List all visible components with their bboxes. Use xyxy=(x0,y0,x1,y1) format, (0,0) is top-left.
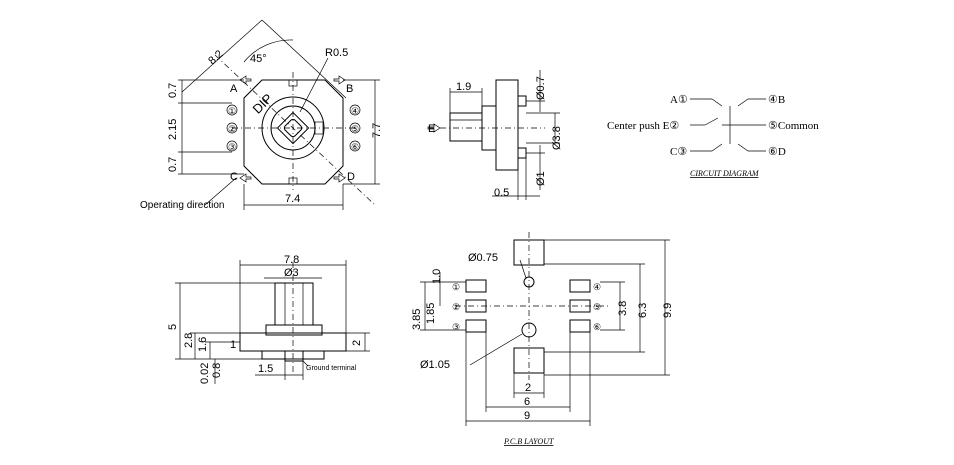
operating-direction-label: Operating direction xyxy=(140,200,225,211)
pcb-caption: P.C.B LAYOUT xyxy=(503,437,554,446)
dim-pcb-v2: 3.85 xyxy=(411,309,423,330)
dim-pcb-h3: 9 xyxy=(524,410,530,422)
dim-pitch-bot: 0.7 xyxy=(167,157,179,172)
pin-label: ⑥ xyxy=(593,322,601,332)
circuit-label-common: ⑤Common xyxy=(768,120,819,132)
dim-pitch-mid: 2.15 xyxy=(167,119,179,140)
dim-front-d2: 0.02 xyxy=(199,363,211,384)
dim-width: 7.4 xyxy=(285,193,300,205)
dim-front-h3: 1.6 xyxy=(197,337,209,352)
circuit-diagram: A① Center push E② C③ ④B ⑤Common ⑥D CIRCU… xyxy=(607,94,819,178)
pcb-pad xyxy=(569,319,591,333)
corner-label-c: C xyxy=(230,171,238,183)
circuit-label-d: ⑥D xyxy=(768,146,786,158)
pin-label: ② xyxy=(452,302,460,312)
dim-pcb-v4: 3.8 xyxy=(617,301,629,316)
dim-angle: 45° xyxy=(250,53,267,65)
dip-label: DIP xyxy=(250,91,276,117)
side-body xyxy=(495,79,519,171)
dim-pcb-v3: 1.85 xyxy=(425,303,437,324)
pin-label: ⑥ xyxy=(351,142,359,152)
dim-diag: 8.2 xyxy=(206,48,225,67)
pcb-pad-bottom xyxy=(513,347,545,374)
top-body-outline xyxy=(243,79,344,185)
top-view: ① ② ③ ④ ⑤ ⑥ A B C D DIP 8.2 45° R0.5 xyxy=(140,19,383,211)
dim-front-t: 1.5 xyxy=(258,363,273,375)
dim-front-height: 5 xyxy=(167,324,179,330)
side-pin xyxy=(517,95,527,107)
side-shaft xyxy=(449,112,483,142)
pin-label: ④ xyxy=(593,282,601,292)
pin-label: ② xyxy=(228,124,236,134)
pin-label: ③ xyxy=(228,142,236,152)
pin-3 xyxy=(226,140,238,152)
dim-pitch-top: 0.7 xyxy=(167,83,179,98)
pin-1 xyxy=(226,104,238,116)
corner-label-d: D xyxy=(347,171,355,183)
dim-height: 7.7 xyxy=(371,123,383,138)
pin-label: ③ xyxy=(452,322,460,332)
dim-small-hole: Ø0.75 xyxy=(468,252,498,264)
pin-2 xyxy=(226,122,238,134)
dim-base: 0.5 xyxy=(494,187,509,199)
pin-label: ④ xyxy=(351,106,359,116)
pin-label: ① xyxy=(228,106,236,116)
side-view: E 1.9 Ø0.7 Ø3.8 Ø1 0.5 xyxy=(427,70,563,200)
dim-body-dia: Ø3.8 xyxy=(551,126,563,150)
dim-front-width: 7.8 xyxy=(284,254,299,266)
dim-front-h2: 2.8 xyxy=(183,333,195,348)
dim-pcb-h2: 6 xyxy=(524,396,530,408)
pin-label: ① xyxy=(452,282,460,292)
dim-radius: R0.5 xyxy=(325,47,348,59)
dim-pcb-h1: 2 xyxy=(525,382,531,394)
pin-label: ⑤ xyxy=(351,124,359,134)
pcb-pad xyxy=(465,279,487,293)
pcb-pad xyxy=(465,319,487,333)
circuit-caption: CIRCUIT DIAGRAM xyxy=(690,169,760,178)
pcb-layout: ① ② ③ ④ ⑤ ⑥ Ø0.75 Ø1.05 3.85 1.0 1.85 3.… xyxy=(411,232,674,446)
dim-shaft: 1.9 xyxy=(456,81,471,93)
ground-terminal-label: Ground terminal xyxy=(306,365,357,372)
pcb-pad xyxy=(569,279,591,293)
pin-label: ⑤ xyxy=(593,302,601,312)
circuit-label-b: ④B xyxy=(768,94,785,106)
dim-pcb-v1: 1.0 xyxy=(431,269,443,284)
dim-pcb-v5: 6.3 xyxy=(637,303,649,318)
dim-front-d1: 1 xyxy=(230,339,236,351)
dim-top-dia: Ø0.7 xyxy=(535,76,547,100)
circuit-label-a: A① xyxy=(670,94,688,106)
dim-bottom-dia: Ø1 xyxy=(535,171,547,186)
front-shaft xyxy=(274,282,314,326)
front-view: 7.8 Ø3 5 2.8 1.6 1 0.02 0.8 1.5 2 Ground… xyxy=(167,254,370,384)
e-label: E xyxy=(428,123,435,135)
dim-front-right: 2 xyxy=(351,340,363,346)
circuit-label-e: Center push E② xyxy=(607,120,679,132)
dim-front-shaft: Ø3 xyxy=(284,267,299,279)
dim-front-d3: 0.8 xyxy=(211,363,223,378)
dim-big-hole: Ø1.05 xyxy=(420,359,450,371)
corner-label-a: A xyxy=(230,83,238,95)
circuit-label-c: C③ xyxy=(670,146,687,158)
corner-label-b: B xyxy=(346,83,353,95)
dim-pcb-v6: 9.9 xyxy=(662,303,674,318)
